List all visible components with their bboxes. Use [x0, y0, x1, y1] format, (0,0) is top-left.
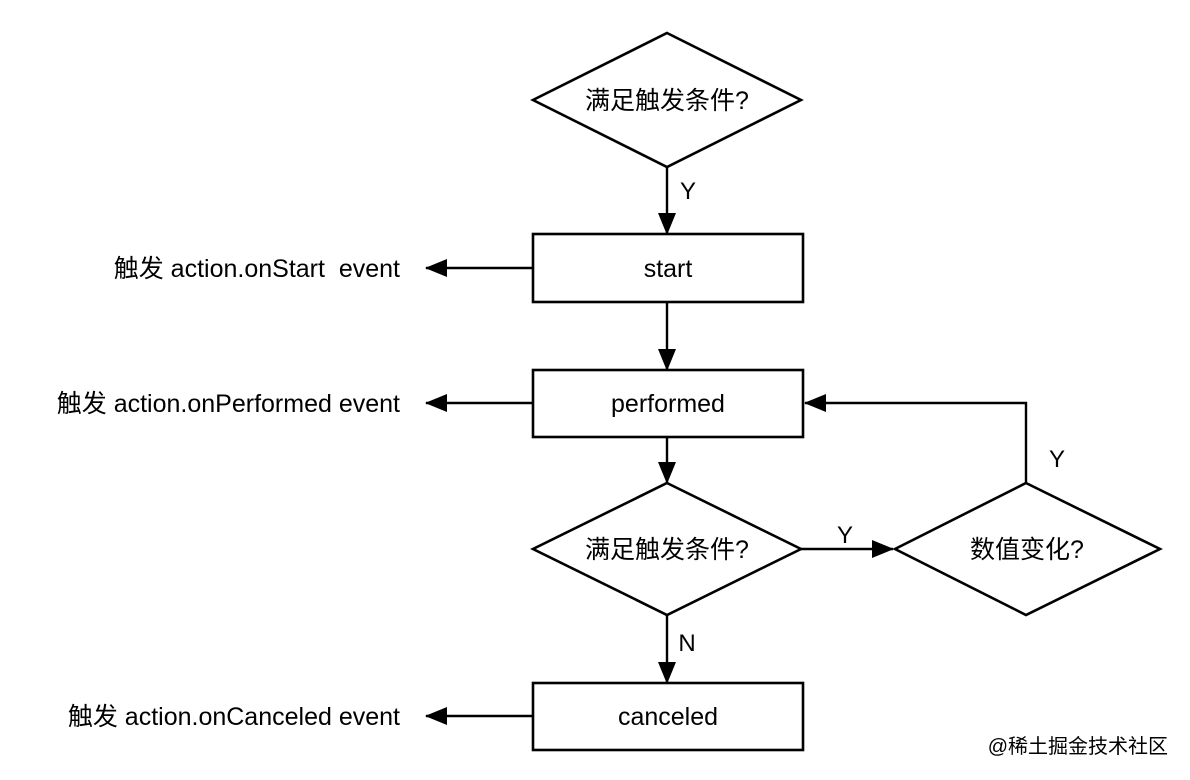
- branch-label-mid-yes: Y: [837, 522, 853, 549]
- decision-mid-condition-label: 满足触发条件?: [585, 536, 749, 564]
- branch-label-mid-no: N: [678, 630, 695, 657]
- decision-top-condition-label: 满足触发条件?: [585, 87, 749, 115]
- branch-label-top-yes: Y: [680, 178, 696, 205]
- branch-label-valuechange-yes: Y: [1049, 446, 1065, 473]
- arrow-valuechange-to-performed: [804, 394, 1028, 483]
- state-canceled-label: canceled: [618, 703, 718, 731]
- decision-value-change-shape: [892, 481, 1163, 617]
- event-onperformed-label: 触发 action.onPerformed event: [57, 390, 400, 418]
- state-start-shape: [531, 232, 805, 304]
- watermark-text: @稀土掘金技术社区: [988, 735, 1168, 758]
- state-performed-shape: [531, 368, 805, 439]
- state-start-label: start: [644, 255, 693, 283]
- decision-value-change-label: 数值变化?: [970, 536, 1084, 564]
- event-onstart-label: 触发 action.onStart event: [114, 255, 400, 283]
- state-performed-label: performed: [611, 390, 725, 418]
- event-oncanceled-label: 触发 action.onCanceled event: [68, 703, 400, 731]
